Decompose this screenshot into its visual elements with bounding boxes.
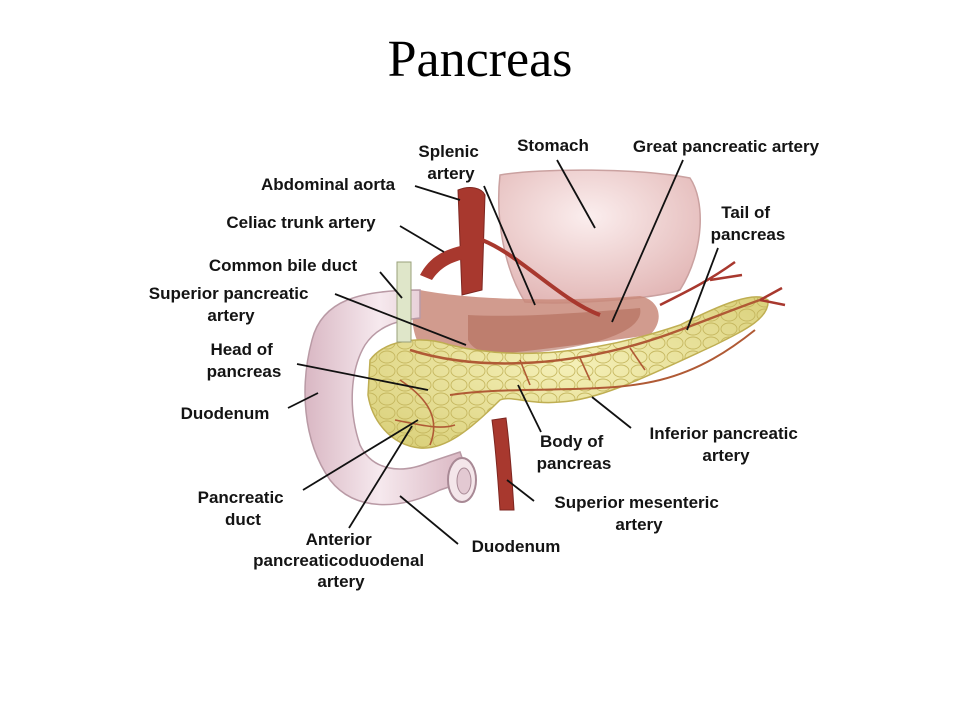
label-celiac-trunk-artery: Celiac trunk artery bbox=[226, 213, 376, 232]
tail-artery-branches bbox=[659, 260, 786, 307]
page-title: Pancreas bbox=[387, 31, 573, 88]
leader-splenic-artery bbox=[483, 185, 536, 306]
leader-duodenum-lower bbox=[399, 495, 459, 545]
inferior-pancreatic-vessel bbox=[449, 329, 756, 396]
label-splenic-artery: Splenic artery bbox=[418, 142, 483, 183]
label-pancreatic-duct: Pancreatic duct bbox=[198, 488, 289, 529]
leader-abdominal-aorta bbox=[414, 185, 461, 201]
label-inferior-pancreatic-artery: Inferior pancreatic artery bbox=[649, 424, 802, 465]
common-bile-duct-shape bbox=[396, 261, 412, 343]
leader-common-bile-duct bbox=[379, 271, 403, 299]
leader-head-of-pancreas bbox=[296, 363, 429, 391]
duodenum-shape bbox=[304, 289, 471, 506]
label-tail-of-pancreas: Tail of pancreas bbox=[711, 203, 786, 244]
splenic-artery-shape bbox=[481, 238, 601, 317]
leader-lines bbox=[287, 159, 719, 545]
abdominal-aorta-shape bbox=[457, 187, 486, 296]
leader-pancreatic-duct bbox=[302, 419, 419, 491]
label-body-of-pancreas: Body of pancreas bbox=[537, 432, 612, 473]
leader-stomach bbox=[556, 159, 596, 229]
leader-great-pancreatic-artery bbox=[611, 159, 684, 323]
label-abdominal-aorta: Abdominal aorta bbox=[261, 175, 396, 194]
label-duodenum-upper: Duodenum bbox=[181, 404, 270, 423]
superior-mesenteric-artery-shape bbox=[491, 417, 515, 511]
leader-tail-of-pancreas bbox=[686, 247, 719, 331]
label-great-pancreatic-artery: Great pancreatic artery bbox=[633, 137, 820, 156]
labels: Splenic artery Stomach Great pancreatic … bbox=[149, 136, 820, 591]
label-superior-pancreatic-artery: Superior pancreatic artery bbox=[149, 284, 313, 325]
label-head-of-pancreas: Head of pancreas bbox=[207, 340, 282, 381]
label-superior-mesenteric-artery: Superior mesenteric artery bbox=[554, 493, 723, 534]
celiac-trunk-shape bbox=[420, 245, 468, 280]
label-duodenum-lower: Duodenum bbox=[472, 537, 561, 556]
label-stomach: Stomach bbox=[517, 136, 589, 155]
leader-superior-pancreatic-artery bbox=[334, 293, 467, 346]
leader-superior-mesenteric-artery bbox=[506, 479, 535, 502]
stomach-shape bbox=[497, 169, 701, 304]
stomach-lower-inner bbox=[468, 308, 641, 355]
label-common-bile-duct: Common bile duct bbox=[209, 256, 358, 275]
label-anterior-pancreaticoduodenal-artery: Anterior pancreaticoduodenal artery bbox=[253, 530, 429, 591]
superior-pancreatic-vessel bbox=[409, 298, 761, 365]
leader-celiac-trunk bbox=[399, 225, 445, 253]
leader-inferior-pancreatic-artery bbox=[591, 396, 632, 429]
leader-anterior-pancreaticoduodenal-artery bbox=[348, 425, 413, 529]
leader-duodenum-upper bbox=[287, 392, 319, 409]
leader-body-of-pancreas bbox=[517, 384, 542, 433]
